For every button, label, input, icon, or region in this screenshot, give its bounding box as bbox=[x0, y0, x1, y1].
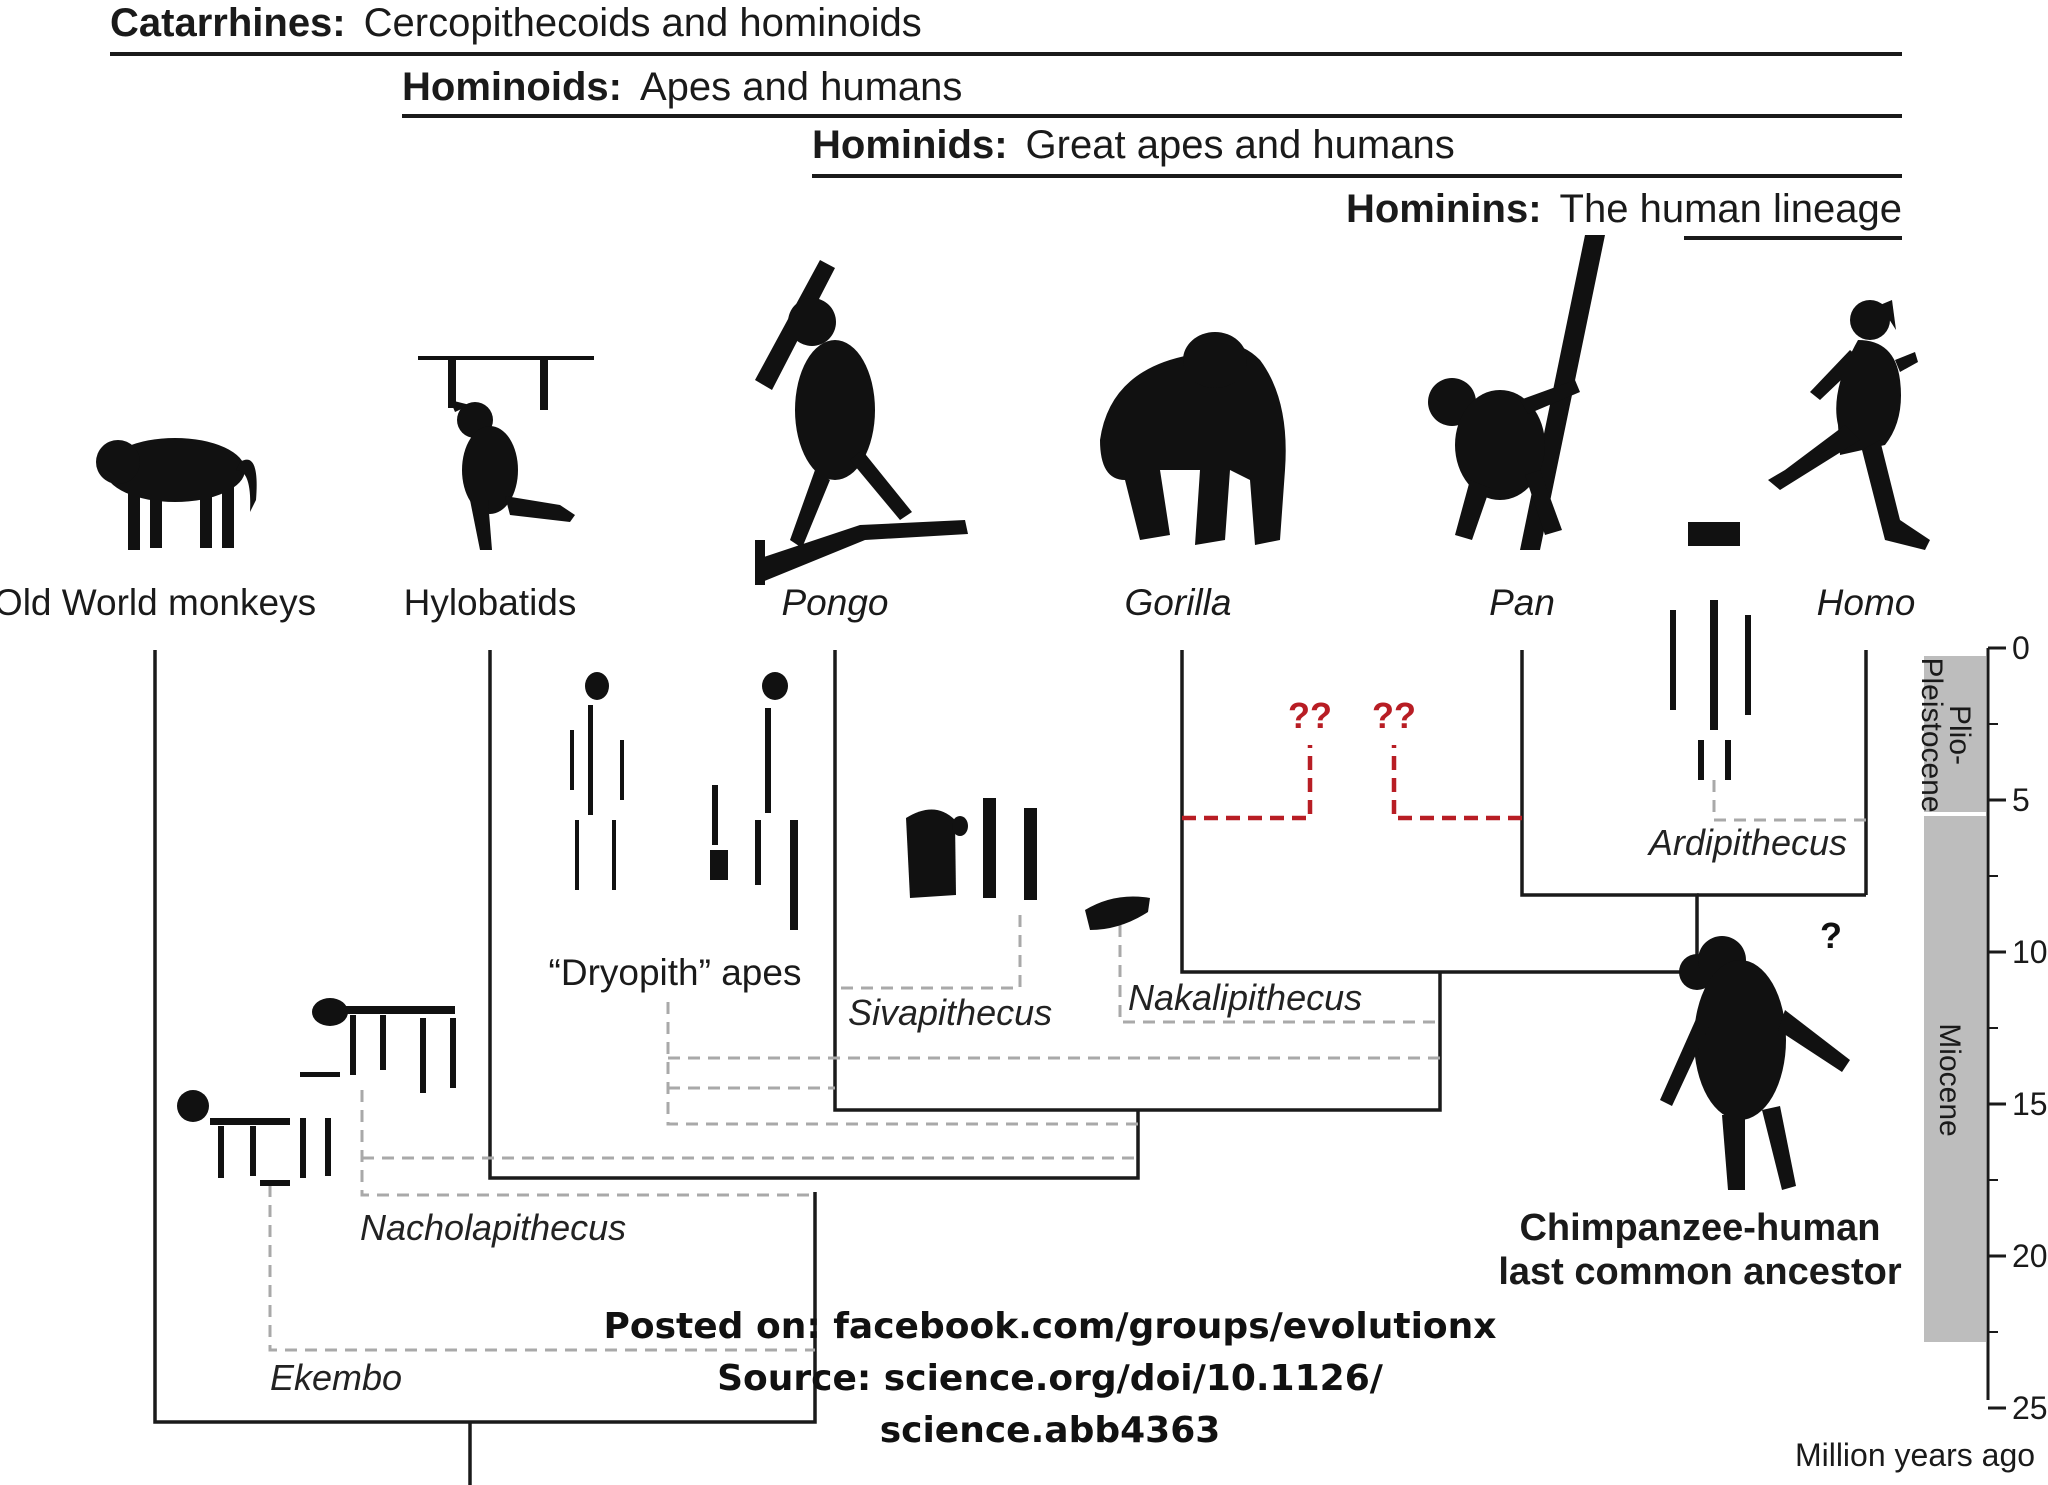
uncertain-mark-left: ?? bbox=[1288, 695, 1332, 736]
ardipithecus-skeleton bbox=[1670, 522, 1751, 780]
branch-pongo bbox=[833, 650, 1442, 1112]
phylogenetic-tree bbox=[153, 650, 1868, 1485]
uncertain-mark-right: ?? bbox=[1372, 695, 1416, 736]
fossil-label-ekembo: Ekembo bbox=[270, 1357, 402, 1398]
ekembo-skeleton bbox=[177, 1090, 331, 1186]
taxon-label-gorilla: Gorilla bbox=[1125, 582, 1232, 623]
taxon-label-pongo: Pongo bbox=[782, 582, 889, 623]
nakalipithecus-fossil bbox=[1085, 896, 1150, 930]
orangutan-silhouette bbox=[755, 260, 968, 585]
time-tick-label: 15 bbox=[2012, 1086, 2048, 1122]
epoch-band-miocene bbox=[1924, 816, 1986, 1342]
time-tick-label: 25 bbox=[2012, 1390, 2048, 1426]
group-hominoids-name: Hominoids: bbox=[402, 65, 622, 109]
source-watermark: Posted on: facebook.com/groups/evolution… bbox=[603, 1306, 1496, 1451]
dryopith-skeleton-1 bbox=[570, 672, 624, 890]
group-hominids-desc: Great apes and humans bbox=[1026, 123, 1455, 167]
sivapithecus-fossils bbox=[906, 798, 1037, 900]
uncertain-link-gorilla bbox=[1182, 745, 1313, 821]
nacholapithecus-skeleton bbox=[300, 998, 456, 1093]
uncertain-link-pan bbox=[1391, 745, 1522, 821]
time-tick-label: 10 bbox=[2012, 934, 2048, 970]
branch-pan bbox=[1520, 650, 1699, 972]
branch-old-world-monkeys bbox=[153, 650, 817, 1424]
chimpanzee-silhouette bbox=[1428, 235, 1605, 550]
taxon-label-pan: Pan bbox=[1489, 582, 1555, 623]
timescale: Plio- Pleistocene Miocene 0 5 10 15 20 25 Mil… bbox=[1795, 630, 2048, 1473]
group-hominids-name: Hominids: bbox=[812, 123, 1008, 167]
group-catarrhines-name: Catarrhines: bbox=[110, 1, 346, 45]
branch-hylobatids bbox=[488, 650, 1140, 1180]
lca-question-mark: ? bbox=[1820, 915, 1842, 956]
time-tick-label: 5 bbox=[2012, 782, 2030, 818]
link-dryopith-1 bbox=[666, 1002, 1138, 1126]
group-hominins-desc: The human lineage bbox=[1560, 187, 1902, 231]
human-silhouette bbox=[1768, 300, 1930, 550]
gorilla-silhouette bbox=[1100, 332, 1286, 545]
fossil-links bbox=[268, 780, 1866, 1352]
watermark-source-line1: Source: science.org/doi/10.1126/ bbox=[717, 1358, 1384, 1399]
dryopith-skeleton-2 bbox=[710, 672, 798, 930]
svg-text:Hominids:Great apes and humans: Hominids: Great apes and humans bbox=[812, 123, 1455, 167]
link-ardipithecus bbox=[1712, 780, 1866, 822]
lca-label-line2: last common ancestor bbox=[1498, 1251, 1902, 1293]
svg-text:Hominins:The human lineage: Hominins: The human lineage bbox=[1346, 187, 1902, 231]
group-hominids: Hominids: Great apes and humans bbox=[812, 123, 1902, 178]
fossil-label-ardipithecus: Ardipithecus bbox=[1647, 822, 1847, 863]
gibbon-silhouette bbox=[418, 356, 594, 550]
epoch-band-plio-pleistocene bbox=[1924, 656, 1986, 812]
link-nakalipithecus bbox=[1118, 925, 1440, 1024]
taxon-label-hylobatids: Hylobatids bbox=[404, 582, 577, 623]
taxon-label-old-world-monkeys: Old World monkeys bbox=[0, 582, 316, 623]
epoch-label-miocene: Miocene bbox=[1933, 1023, 1966, 1136]
watermark-source-line2: science.abb4363 bbox=[880, 1410, 1221, 1451]
epoch-label-plio-line2: Pleistocene bbox=[1915, 657, 1948, 812]
time-tick-label: 20 bbox=[2012, 1238, 2048, 1274]
fossil-label-dryopith: “Dryopith” apes bbox=[549, 952, 802, 993]
group-catarrhines: Catarrhines: Cercopithecoids and hominoid… bbox=[110, 1, 1902, 56]
group-hominoids-desc: Apes and humans bbox=[640, 65, 962, 109]
link-ekembo bbox=[268, 1185, 815, 1352]
fossil-label-nacholapithecus: Nacholapithecus bbox=[360, 1207, 626, 1248]
uncertain-links: ?? ?? bbox=[1182, 695, 1522, 821]
time-tick-label: 0 bbox=[2012, 630, 2030, 666]
lca-silhouette bbox=[1660, 936, 1850, 1190]
watermark-posted-on: Posted on: facebook.com/groups/evolution… bbox=[603, 1306, 1496, 1347]
time-ticks: 0 5 10 15 20 25 bbox=[1988, 630, 2048, 1426]
taxon-label-homo: Homo bbox=[1817, 582, 1916, 623]
monkey-silhouette bbox=[96, 438, 257, 550]
time-axis-label: Million years ago bbox=[1795, 1437, 2035, 1473]
lca-label-line1: Chimpanzee-human bbox=[1519, 1207, 1880, 1249]
link-nacholapithecus-1 bbox=[360, 1090, 815, 1197]
epoch-label-plio-line1: Plio- bbox=[1943, 705, 1976, 765]
group-hominins-name: Hominins: bbox=[1346, 187, 1542, 231]
link-sivapithecus bbox=[835, 915, 1022, 990]
svg-text:Catarrhines:Cercopithecoids an: Catarrhines: Cercopithecoids and hominoid… bbox=[110, 1, 922, 45]
svg-text:Hominoids:Apes and humans: Hominoids: Apes and humans bbox=[402, 65, 962, 109]
fossil-label-nakalipithecus: Nakalipithecus bbox=[1128, 977, 1362, 1018]
fossil-label-sivapithecus: Sivapithecus bbox=[848, 992, 1052, 1033]
group-hominins: Hominins: The human lineage bbox=[1346, 187, 1902, 240]
group-catarrhines-desc: Cercopithecoids and hominoids bbox=[364, 1, 922, 45]
branch-gorilla bbox=[1180, 650, 1697, 974]
group-hominoids: Hominoids: Apes and humans bbox=[402, 65, 1902, 118]
